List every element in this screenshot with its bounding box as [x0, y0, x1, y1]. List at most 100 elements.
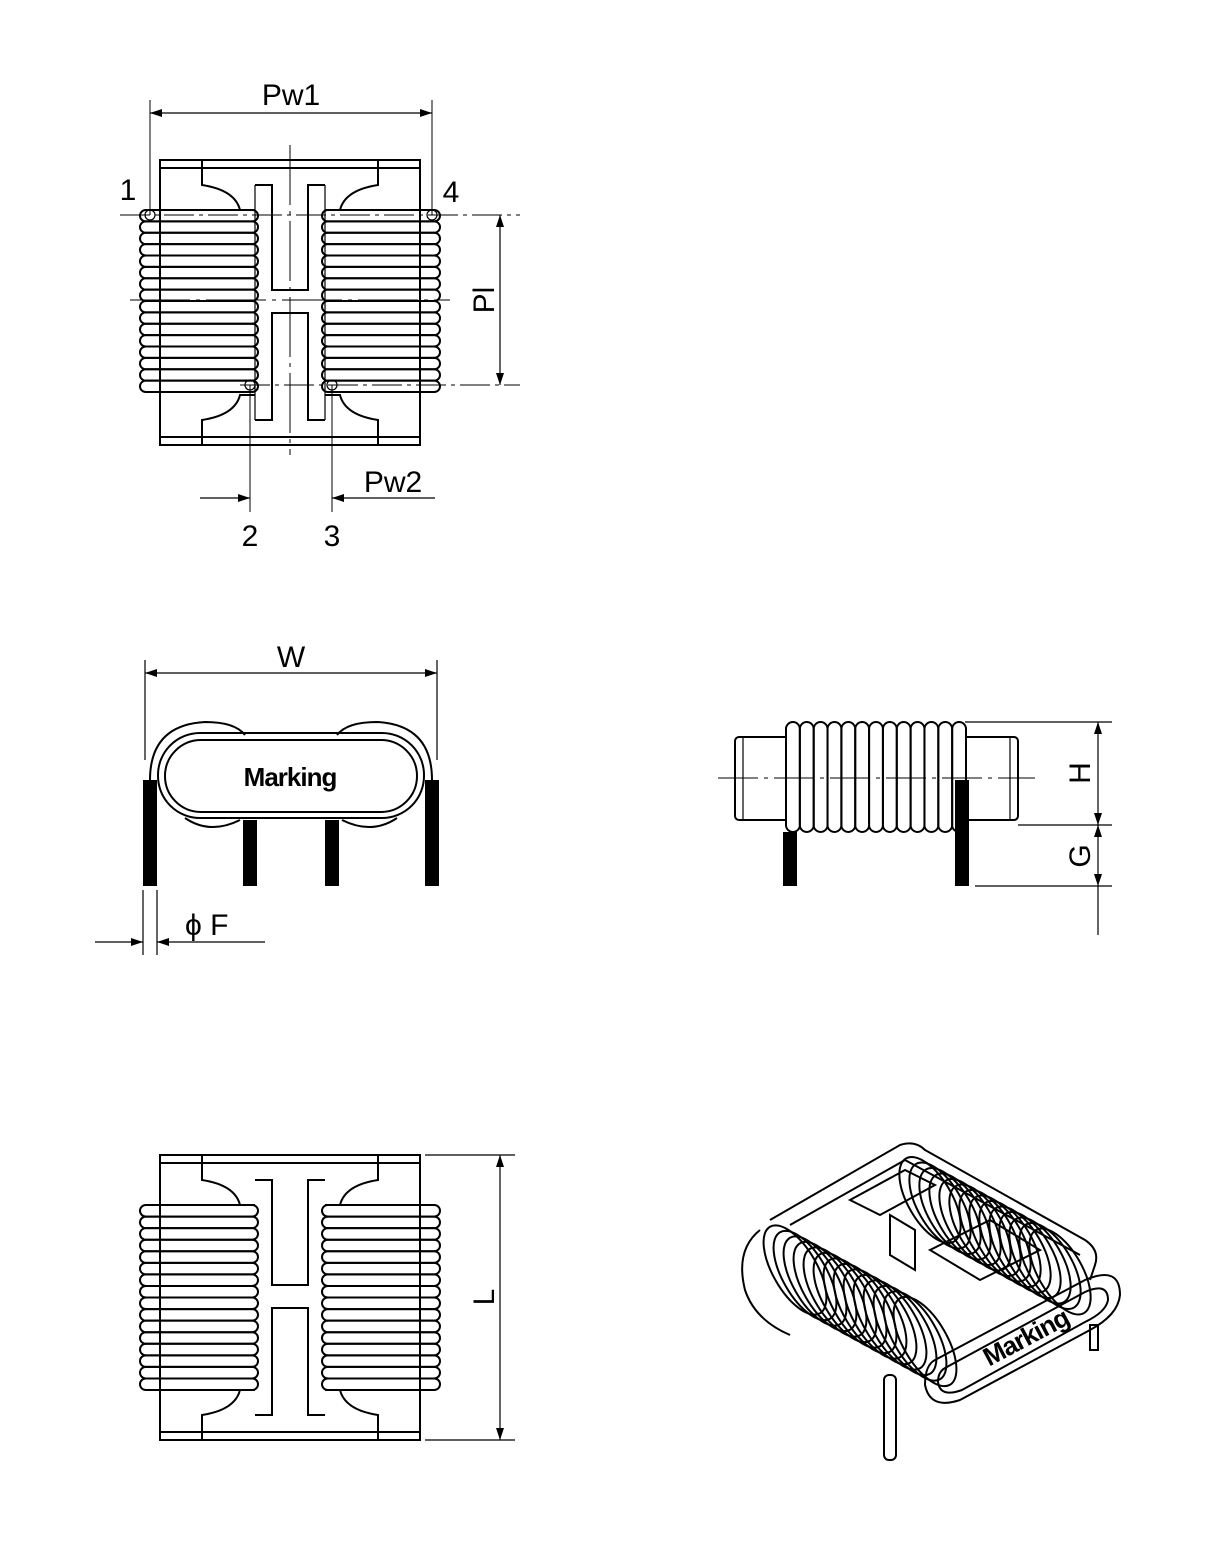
- coil-turn: [772, 1229, 838, 1322]
- coil-turn: [988, 1205, 1052, 1294]
- coil-turn: [139, 356, 259, 371]
- coil-turn: [968, 1194, 1032, 1283]
- coil-turn: [898, 1156, 962, 1244]
- coil-turn: [321, 1319, 441, 1334]
- coil-turn: [139, 220, 259, 234]
- coil-turn: [321, 1238, 441, 1253]
- center-lines: [120, 100, 520, 512]
- coil-turn: [321, 1296, 441, 1311]
- w-label: W: [277, 641, 306, 674]
- coil-turn: [139, 1261, 259, 1276]
- coil-turn: [139, 1365, 259, 1380]
- l-label: L: [468, 1289, 501, 1306]
- coil-turn: [321, 1204, 441, 1218]
- pin-1-marker: [144, 209, 156, 221]
- coil-turn: [948, 1183, 1012, 1272]
- coil-turn: [812, 1251, 878, 1344]
- coil-turn: [139, 1250, 259, 1264]
- pin: [783, 832, 797, 886]
- right-coil-outline: [336, 720, 433, 781]
- coil-turn: [139, 1238, 259, 1253]
- front-view: W Marking ϕ F: [95, 641, 439, 955]
- back-coil: [898, 1156, 1092, 1316]
- coil-turn: [918, 1167, 982, 1255]
- coil-turn: [872, 1284, 938, 1377]
- coil-turn: [139, 1319, 259, 1334]
- coil-turn: [139, 243, 259, 257]
- pl-label: Pl: [468, 287, 501, 314]
- coil-turn: [321, 1342, 441, 1357]
- coil-turn: [139, 345, 259, 359]
- left-coil: [139, 209, 259, 393]
- coil-turn: [139, 368, 259, 382]
- coil-turn: [1008, 1216, 1072, 1305]
- pin: [1089, 1324, 1099, 1351]
- coil-turn: [321, 1261, 441, 1276]
- coil-turn: [139, 322, 259, 337]
- pin: [325, 820, 339, 886]
- coil-turn: [958, 1189, 1022, 1277]
- coil-turn: [139, 277, 259, 291]
- side-coil: [785, 721, 968, 833]
- coil-turn: [139, 300, 259, 314]
- coil-turn: [802, 1246, 868, 1338]
- top-view: Pw1 Pl Pw2 1 2 3 4: [120, 79, 520, 553]
- coil-turn: [928, 1172, 992, 1261]
- coil-turn: [139, 1342, 259, 1357]
- coil-turn: [321, 311, 441, 325]
- coil-turn: [321, 1354, 441, 1368]
- pin-3-marker: [326, 379, 338, 391]
- coil-turn: [321, 1284, 441, 1299]
- g-label: G: [1064, 844, 1097, 867]
- coil-turn: [938, 1178, 1002, 1266]
- pin: [243, 820, 257, 886]
- coil-turn: [139, 1331, 259, 1345]
- coil-turn: [139, 1273, 259, 1287]
- coil-turn: [321, 277, 441, 291]
- coil-turn: [139, 1354, 259, 1368]
- coil-turn: [1028, 1227, 1092, 1316]
- bottom-view: L: [139, 1154, 515, 1441]
- coil-turn: [139, 288, 259, 302]
- f-label: ϕ F: [185, 909, 228, 942]
- coil-turn: [321, 1227, 441, 1241]
- coil-turn: [321, 322, 441, 337]
- coil-turn: [1018, 1222, 1082, 1310]
- coil-turn: [321, 1365, 441, 1380]
- coil-turn: [892, 1295, 958, 1388]
- pin-1-label: 1: [120, 174, 137, 207]
- coil-turn: [139, 311, 259, 325]
- coil-turn: [139, 1377, 259, 1391]
- side-view: H G: [718, 721, 1112, 935]
- coil-turn: [139, 1204, 259, 1218]
- coil-turn: [321, 243, 441, 257]
- coil-turn: [842, 1268, 908, 1360]
- coil-turn: [321, 300, 441, 314]
- coil-turn: [321, 1273, 441, 1287]
- coil-turn: [139, 265, 259, 280]
- coil-turn: [139, 1215, 259, 1230]
- coil-turn: [862, 1279, 928, 1371]
- pin: [955, 780, 969, 886]
- pw1-label: Pw1: [262, 79, 320, 112]
- coil-turn: [321, 356, 441, 371]
- right-coil: [321, 209, 441, 393]
- front-coil: [762, 1224, 958, 1388]
- pin-4-label: 4: [443, 176, 460, 209]
- coil-turn: [321, 345, 441, 359]
- coil-turn: [321, 1215, 441, 1230]
- left-coil-outline: [149, 720, 246, 781]
- coil-turn: [321, 1250, 441, 1264]
- coil-turn: [139, 254, 259, 268]
- pin-4-marker: [426, 209, 438, 221]
- isometric-view: Marking: [741, 1142, 1122, 1461]
- marking-plate: [164, 739, 418, 813]
- coil-turn: [852, 1273, 918, 1366]
- coil-turn: [321, 231, 441, 246]
- coil-turn: [139, 1227, 259, 1241]
- right-coil: [321, 1204, 441, 1391]
- coil-turn: [978, 1200, 1042, 1288]
- pin: [143, 780, 157, 886]
